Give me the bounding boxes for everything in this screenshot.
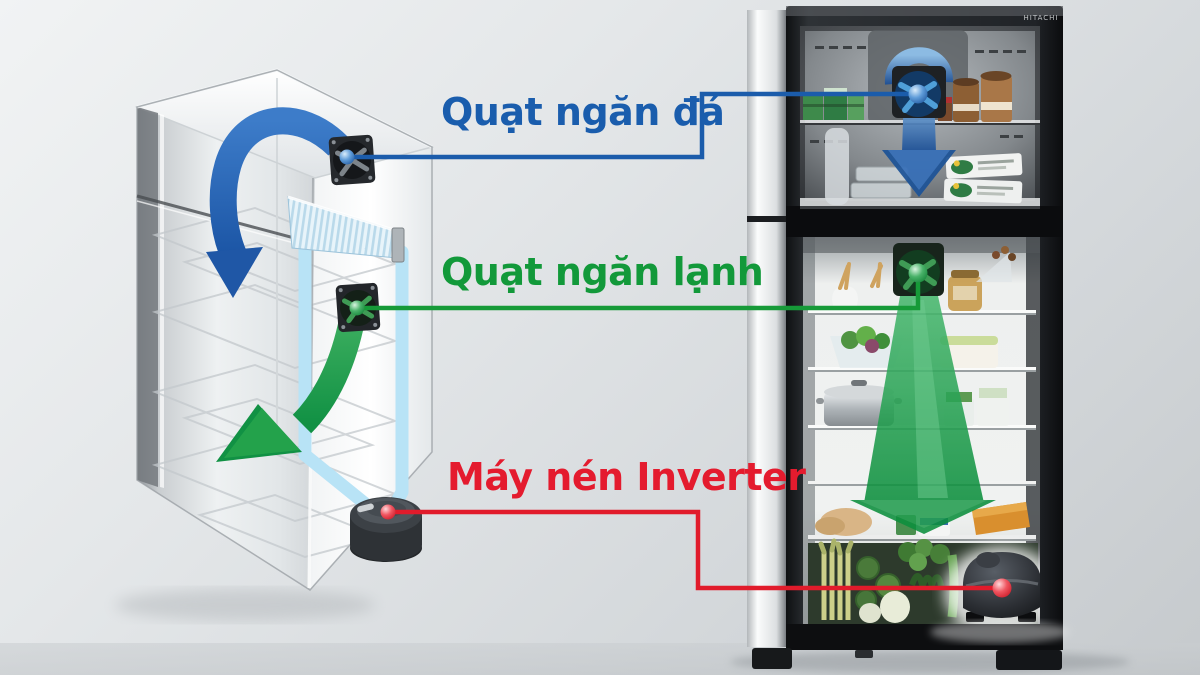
connector-line-cooling-fan: [357, 276, 921, 311]
fridge-foot-right: [996, 650, 1062, 670]
label-freezer-fan: Quạt ngăn đá: [441, 90, 725, 134]
fridge-compartment: [803, 237, 1040, 627]
label-cooling-fan: Quạt ngăn lạnh: [441, 250, 764, 294]
connector-dots: [339, 84, 1012, 598]
evaporator-end-bracket: [391, 227, 405, 263]
green-airflow-arrow: [216, 317, 365, 462]
fridge-left-edge: [137, 107, 158, 487]
fridge-food-top-shelf: [832, 246, 1016, 311]
wireframe-fridge-illustration: [115, 68, 435, 621]
dot-compressor-right: [992, 578, 1012, 598]
blue-airflow-arrow: [206, 107, 348, 298]
freezer-tubs: [953, 71, 1012, 122]
label-compressor: Máy nén Inverter: [447, 455, 806, 499]
fridge-foot-left: [752, 648, 792, 669]
open-door-bottom: [747, 222, 789, 647]
dot-compressor-left: [380, 504, 396, 520]
brand-logo: HITACHI: [1024, 14, 1059, 22]
compartment-divider: [786, 206, 1063, 237]
dot-freezer-fan-right: [908, 84, 928, 104]
door-gap: [747, 216, 789, 222]
pipe-right: [388, 245, 409, 512]
dot-freezer-fan-left: [339, 149, 355, 165]
pipe-left: [298, 233, 375, 513]
dot-cooling-fan-left: [349, 300, 365, 316]
freezer-compartment: [800, 26, 1040, 206]
fridge-food-second-shelf: [830, 326, 998, 368]
dot-cooling-fan-right: [908, 263, 928, 283]
connector-line-freezer-fan: [347, 91, 916, 160]
fridge-foot-middle: [855, 650, 873, 658]
fridge-airflow-arrow: [850, 296, 996, 534]
connector-line-compressor: [388, 509, 1000, 591]
freezer-floor: [800, 198, 1040, 206]
evaporator-coil: [287, 195, 405, 263]
fridge-outline: [136, 69, 433, 591]
freezer-packages: [943, 153, 1023, 204]
open-door-top: [747, 10, 789, 216]
freezer-bottle: [825, 128, 849, 205]
wireframe-fridge-shadow: [115, 589, 375, 621]
connector-lines: [347, 91, 1000, 591]
photo-fridge: HITACHI: [730, 6, 1130, 673]
freezer-trays: [850, 166, 912, 199]
